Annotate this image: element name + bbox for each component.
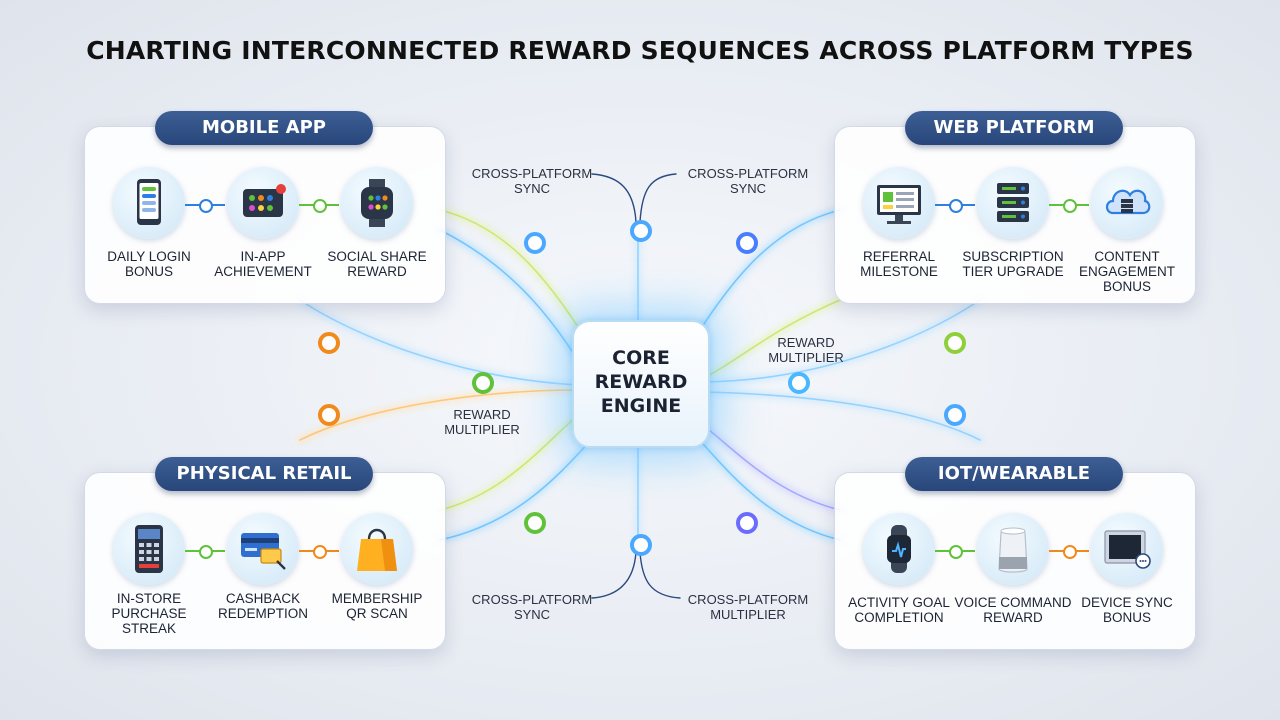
node-content-engagement[interactable] [1091, 167, 1163, 239]
network-node [524, 232, 546, 254]
network-node [524, 512, 546, 534]
server-icon [997, 183, 1029, 222]
node-voice-command[interactable] [977, 513, 1049, 585]
platform-label-web: WEB PLATFORM [905, 111, 1123, 145]
network-node [736, 512, 758, 534]
node-referral-milestone[interactable] [863, 167, 935, 239]
node-in-app-achievement[interactable] [227, 167, 299, 239]
platform-label-iot: IOT/WEARABLE [905, 457, 1123, 491]
node-membership-qr[interactable] [341, 513, 413, 585]
network-node [630, 220, 652, 242]
app-grid-icon [243, 184, 286, 217]
node-device-sync[interactable] [1091, 513, 1163, 585]
pos-terminal-icon [135, 525, 163, 573]
connector-web-1 [935, 197, 975, 213]
connector-mobile-1 [185, 197, 225, 213]
network-node [318, 332, 340, 354]
network-node [630, 534, 652, 556]
connector-mobile-2 [299, 197, 339, 213]
network-node [736, 232, 758, 254]
node-social-share[interactable] [341, 167, 413, 239]
panel-mobile-app: MOBILE APP [84, 111, 446, 304]
connector-retail-2 [299, 543, 339, 559]
network-node [944, 404, 966, 426]
monitor-icon [877, 185, 921, 224]
panel-physical-retail: PHYSICAL RETAIL [84, 457, 446, 650]
smart-speaker-icon [998, 527, 1028, 573]
shopping-bag-icon [357, 528, 397, 571]
node-activity-goal[interactable] [863, 513, 935, 585]
page-title: CHARTING INTERCONNECTED REWARD SEQUENCES… [86, 36, 1194, 65]
tablet-icon [1104, 530, 1151, 569]
connector-iot-1 [935, 543, 975, 559]
node-in-store-purchase[interactable] [113, 513, 185, 585]
node-subscription-tier[interactable] [977, 167, 1049, 239]
network-node [788, 372, 810, 394]
network-node [472, 372, 494, 394]
network-node [944, 332, 966, 354]
fitness-band-icon [887, 525, 911, 573]
platform-label-retail: PHYSICAL RETAIL [155, 457, 373, 491]
panel-web-platform: WEB PLATFORM [834, 111, 1196, 304]
node-daily-login[interactable] [113, 167, 185, 239]
connector-iot-2 [1049, 543, 1089, 559]
credit-card-icon [241, 533, 286, 570]
smartphone-icon [137, 179, 161, 225]
connector-retail-1 [185, 543, 225, 559]
platform-label-mobile: MOBILE APP [155, 111, 373, 145]
smartwatch-icon [361, 179, 393, 227]
connector-web-2 [1049, 197, 1089, 213]
cloud-icon [1105, 189, 1151, 215]
network-node [318, 404, 340, 426]
node-cashback-redemption[interactable] [227, 513, 299, 585]
